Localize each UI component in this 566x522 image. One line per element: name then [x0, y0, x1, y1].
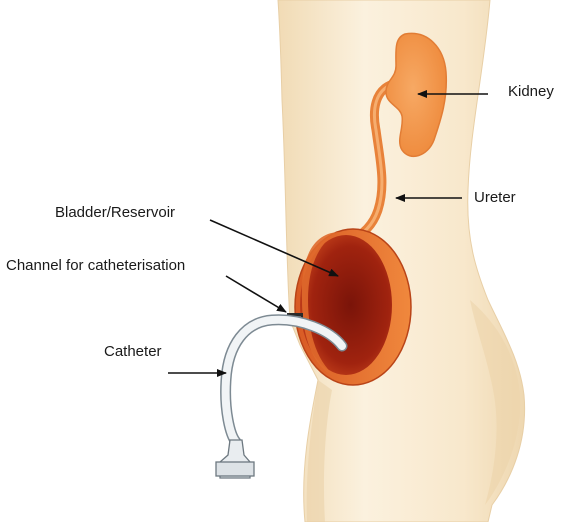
catheter-label: Catheter — [104, 344, 162, 359]
channel-arrow — [226, 276, 286, 312]
kidney-label: Kidney — [508, 84, 554, 99]
channel-label: Channel for catheterisation — [6, 258, 185, 273]
catheter-connector-end — [216, 462, 254, 476]
bladder-label: Bladder/Reservoir — [55, 205, 175, 220]
ureter-label: Ureter — [474, 190, 516, 205]
